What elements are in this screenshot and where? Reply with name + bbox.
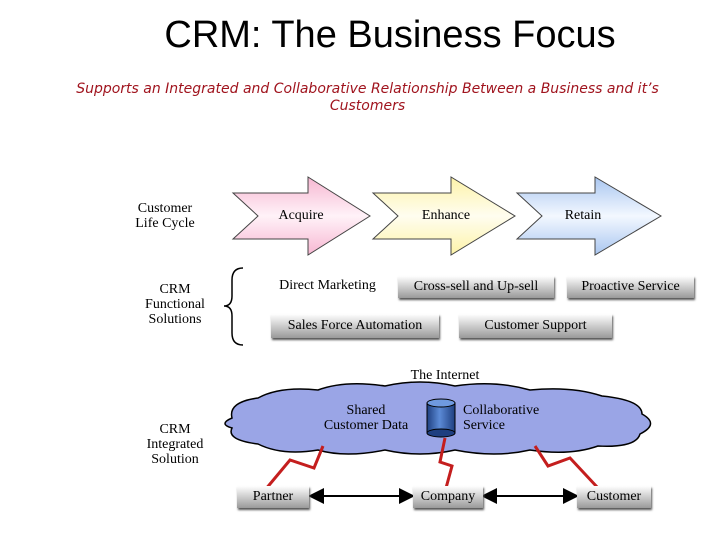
- arrow-enhance: [371, 176, 516, 256]
- stage-retain-label: Retain: [564, 208, 602, 223]
- function-cross-sell: Cross-sell and Up-sell: [398, 276, 554, 298]
- bolt-customer: [533, 445, 600, 490]
- database-icon: [426, 398, 456, 438]
- page-subtitle: Supports an Integrated and Collaborative…: [76, 81, 659, 114]
- stage-acquire-label: Acquire: [278, 208, 324, 223]
- node-partner: Partner: [237, 486, 309, 508]
- row-label-life-cycle: Customer Life Cycle: [135, 201, 195, 231]
- internet-label: The Internet: [410, 368, 480, 383]
- arrow-acquire: [231, 176, 371, 256]
- bolt-partner: [263, 445, 325, 491]
- row-label-functional: CRM Functional Solutions: [145, 282, 205, 327]
- bolt-company: [438, 437, 454, 489]
- function-sales-force: Sales Force Automation: [271, 314, 439, 338]
- page-title: CRM: The Business Focus: [164, 14, 616, 56]
- function-direct-marketing: Direct Marketing: [279, 278, 376, 293]
- function-customer-support: Customer Support: [459, 314, 612, 338]
- stage-enhance-label: Enhance: [421, 208, 471, 223]
- row-label-integrated: CRM Integrated Solution: [146, 422, 204, 467]
- function-proactive-service: Proactive Service: [567, 276, 694, 298]
- collab-service-label: Collaborative Service: [463, 403, 540, 433]
- arrow-retain: [515, 176, 662, 256]
- node-customer: Customer: [577, 486, 651, 508]
- shared-data-label: Shared Customer Data: [323, 403, 409, 433]
- node-company: Company: [413, 486, 483, 508]
- brace: [223, 267, 244, 346]
